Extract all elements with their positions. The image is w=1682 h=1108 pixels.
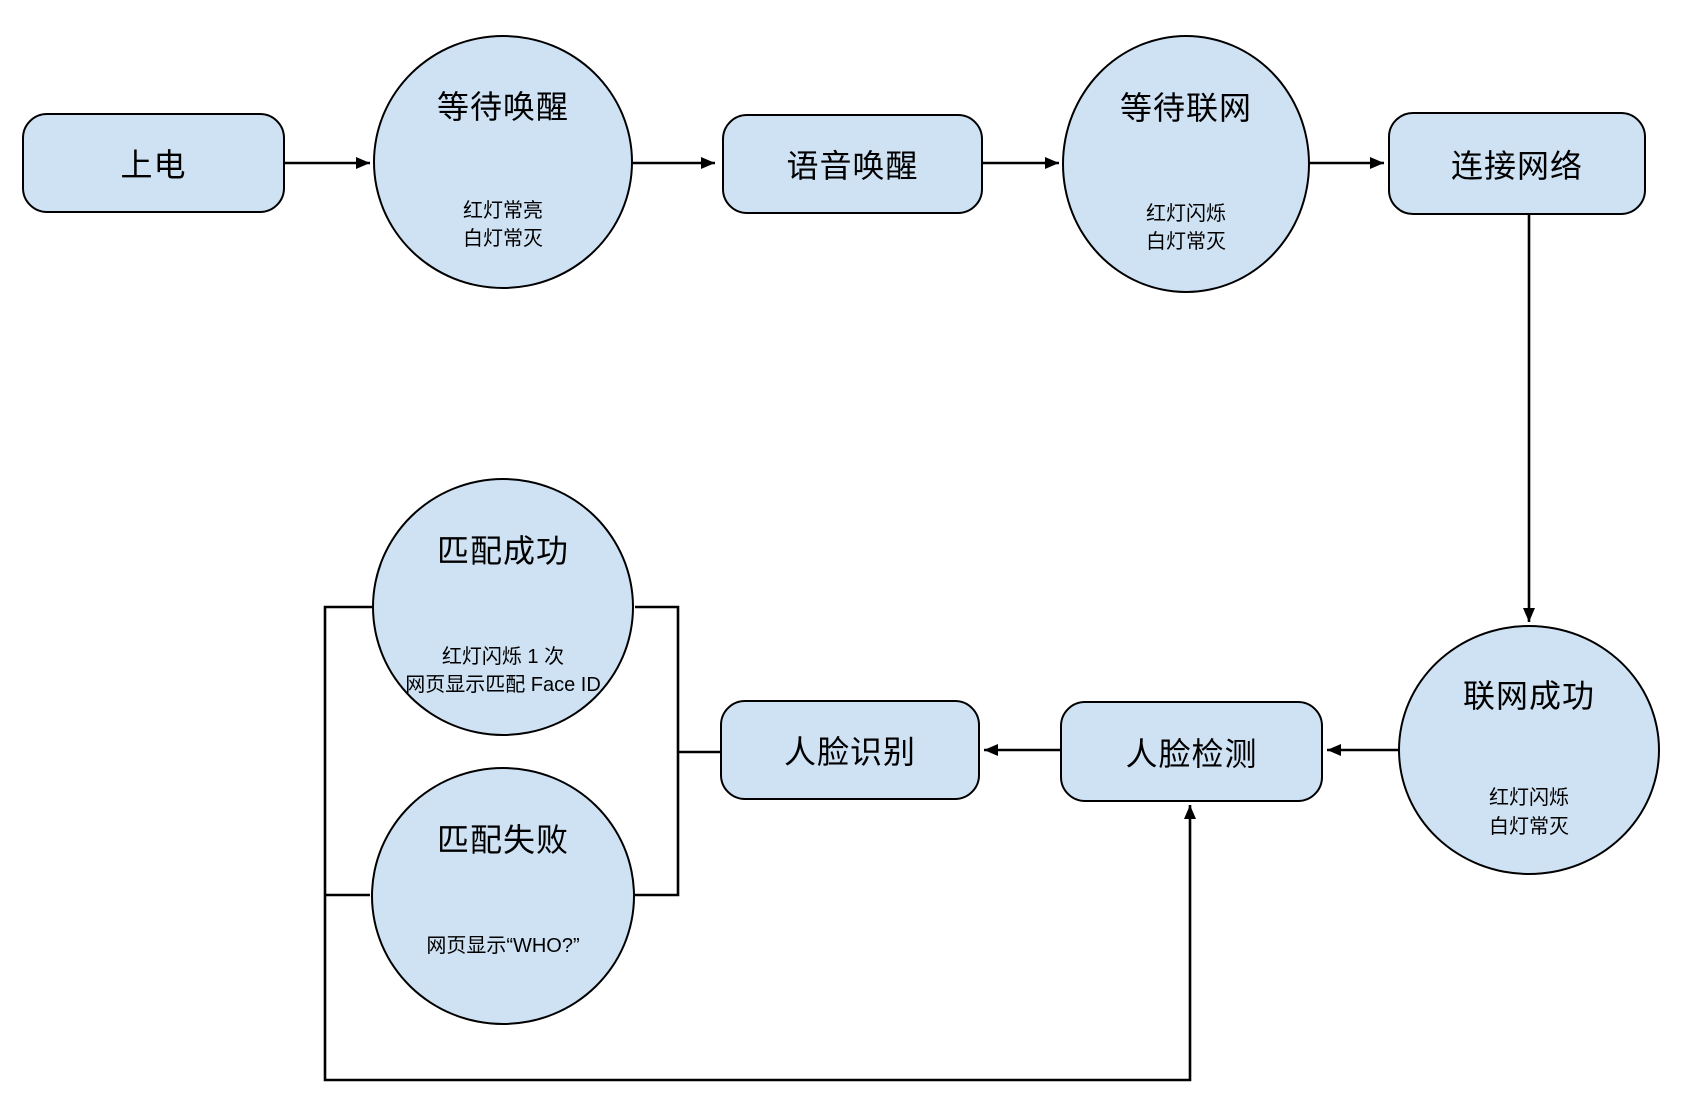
node-match-success: 匹配成功 红灯闪烁 1 次 网页显示匹配 Face ID [372, 478, 634, 736]
node-network-success: 联网成功 红灯闪烁 白灯常灭 [1398, 625, 1660, 875]
node-wait-wake: 等待唤醒 红灯常亮 白灯常灭 [373, 35, 633, 289]
node-match-fail-subtext: 网页显示“WHO?” [426, 934, 580, 957]
node-match-success-subtext: 红灯闪烁 1 次 网页显示匹配 Face ID [405, 645, 601, 696]
node-voice-wake: 语音唤醒 [722, 114, 983, 214]
node-power-on: 上电 [22, 113, 285, 213]
node-match-fail: 匹配失败 网页显示“WHO?” [371, 767, 635, 1025]
node-network-success-label: 联网成功 [1462, 678, 1595, 715]
node-wait-wake-label: 等待唤醒 [436, 89, 569, 125]
node-wait-wake-subtext: 红灯常亮 白灯常灭 [463, 200, 543, 251]
node-face-recognize: 人脸识别 [720, 700, 980, 800]
connector-match-bracket [635, 605, 680, 897]
node-voice-wake-label: 语音唤醒 [786, 148, 919, 184]
node-match-success-label: 匹配成功 [436, 532, 569, 569]
node-wait-network-subtext: 红灯闪烁 白灯常灭 [1146, 202, 1226, 253]
node-match-fail-label: 匹配失败 [436, 821, 569, 858]
connector-loop-back-to-facedetect [323, 605, 1196, 1082]
node-face-recognize-label: 人脸识别 [783, 734, 916, 770]
node-network-success-subtext: 红灯闪烁 白灯常灭 [1489, 787, 1569, 838]
node-wait-network: 等待联网 红灯闪烁 白灯常灭 [1062, 35, 1310, 293]
node-face-detect: 人脸检测 [1060, 701, 1323, 802]
node-connect-network-label: 连接网络 [1450, 147, 1583, 184]
node-connect-network: 连接网络 [1388, 112, 1646, 215]
node-wait-network-label: 等待联网 [1119, 89, 1252, 126]
node-power-on-label: 上电 [120, 147, 187, 183]
node-face-detect-label: 人脸检测 [1125, 735, 1258, 772]
